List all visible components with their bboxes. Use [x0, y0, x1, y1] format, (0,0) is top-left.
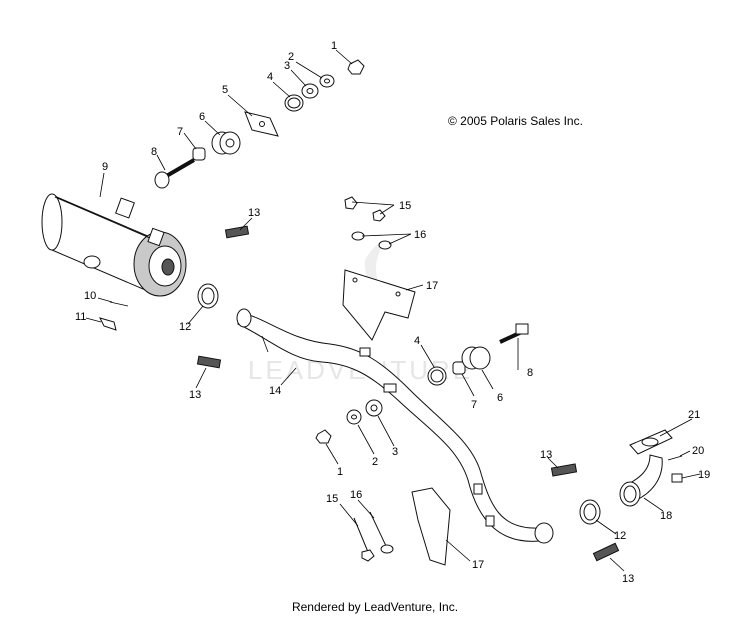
- ring-4-top: [284, 94, 304, 112]
- heat-shield-17-top: [342, 269, 416, 341]
- callout-10: 10: [84, 290, 96, 302]
- muffler-9: [41, 193, 187, 297]
- callout-numbers: 1 2 3 4 5 6 7 8 9 10 11 12 13 13 14 15 1…: [75, 40, 710, 585]
- callout-8-mid: 8: [527, 367, 533, 379]
- grommet-6-mid: [461, 346, 491, 370]
- bracket-5: [244, 111, 279, 137]
- footer-credit: Rendered by LeadVenture, Inc.: [291, 600, 459, 614]
- head-pipe-18: [619, 454, 663, 507]
- washer-16-top: [351, 231, 392, 250]
- callout-13-upper: 13: [248, 207, 260, 219]
- callout-17-top: 17: [426, 280, 438, 292]
- bolt-8-mid: [499, 323, 529, 344]
- callout-15-top: 15: [399, 200, 411, 212]
- washer-3-low: [365, 399, 383, 417]
- washer-2-top: [319, 74, 335, 88]
- callout-1-top: 1: [331, 40, 337, 52]
- bolt-11: [99, 317, 117, 331]
- heat-shield-17-low: [411, 487, 451, 566]
- sleeve-7-mid: [452, 361, 466, 375]
- washer-16-low: [369, 511, 394, 554]
- spring-13-upper: [224, 225, 250, 239]
- bolt-19: [671, 473, 683, 483]
- gasket-12-right: [579, 499, 601, 525]
- callout-8-top: 8: [151, 146, 157, 158]
- callout-11: 11: [75, 311, 86, 323]
- gasket-21: [629, 429, 673, 455]
- callout-14: 14: [269, 385, 281, 397]
- bolt-8-top: [154, 158, 196, 189]
- ring-4-mid: [427, 366, 447, 386]
- callout-16-top: 16: [414, 229, 426, 241]
- callout-2-top: 2: [288, 51, 294, 63]
- nut-15-top: [344, 196, 386, 222]
- callout-18: 18: [660, 510, 672, 522]
- nut-1-low: [315, 429, 332, 444]
- callout-4-top: 4: [267, 71, 273, 83]
- callout-12-right: 12: [614, 530, 626, 542]
- spring-13-center: [550, 463, 578, 477]
- spring-13-right: [592, 542, 620, 562]
- callout-7-top: 7: [177, 126, 183, 138]
- gasket-12-left: [197, 283, 219, 309]
- callout-13-center: 13: [540, 449, 552, 461]
- callout-2-low: 2: [372, 456, 378, 468]
- callout-6-mid: 6: [497, 392, 503, 404]
- callout-4-mid: 4: [414, 335, 420, 347]
- washer-2-low: [346, 409, 362, 425]
- exhaust-pipe-14: [236, 308, 554, 544]
- callout-15-low: 15: [326, 493, 338, 505]
- washer-3-top: [301, 83, 319, 99]
- callout-17-low: 17: [472, 559, 484, 571]
- callout-12-left: 12: [179, 321, 191, 333]
- callout-5: 5: [222, 84, 228, 96]
- callout-20: 20: [692, 445, 704, 457]
- callout-13-right: 13: [622, 573, 634, 585]
- callout-21: 21: [688, 409, 700, 421]
- callout-6-top: 6: [199, 111, 205, 123]
- spring-13-left: [196, 355, 222, 369]
- callout-16-low: 16: [350, 489, 362, 501]
- bolt-15-low: [353, 517, 375, 562]
- spring-20: [667, 455, 683, 461]
- spring-10: [109, 301, 129, 307]
- leader-lines: [85, 49, 701, 572]
- sleeve-7-top: [192, 147, 206, 161]
- grommet-6-top: [211, 131, 241, 155]
- copyright-notice: © 2005 Polaris Sales Inc.: [448, 114, 583, 128]
- callout-9: 9: [102, 161, 108, 173]
- callout-13-left: 13: [189, 389, 201, 401]
- callout-7-mid: 7: [471, 399, 477, 411]
- callout-19: 19: [698, 469, 710, 481]
- callout-1-low: 1: [337, 466, 343, 478]
- callout-3-low: 3: [392, 446, 398, 458]
- callout-3-top: 3: [284, 60, 290, 72]
